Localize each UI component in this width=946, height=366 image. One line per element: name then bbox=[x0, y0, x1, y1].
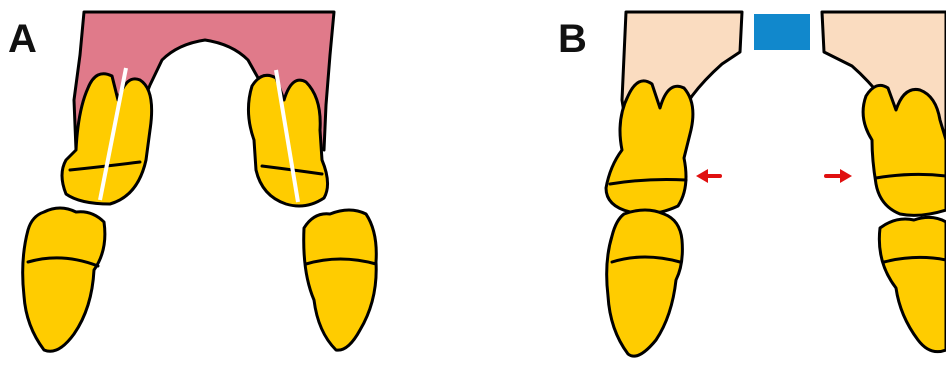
right-lower-molar-b bbox=[879, 217, 946, 351]
right-upper-molar-b bbox=[863, 85, 946, 215]
expansion-appliance bbox=[754, 14, 810, 50]
right-lower-molar-a bbox=[304, 210, 377, 350]
panel-b: B bbox=[558, 12, 946, 356]
left-upper-molar-b bbox=[606, 81, 693, 214]
arrow-left-icon bbox=[696, 169, 720, 183]
panel-a: A bbox=[8, 12, 376, 351]
arrow-right-icon bbox=[826, 169, 852, 183]
left-lower-molar-b bbox=[607, 210, 683, 356]
panel-b-label: B bbox=[558, 17, 587, 61]
panel-a-label: A bbox=[8, 17, 37, 61]
left-lower-molar-a bbox=[23, 208, 105, 351]
